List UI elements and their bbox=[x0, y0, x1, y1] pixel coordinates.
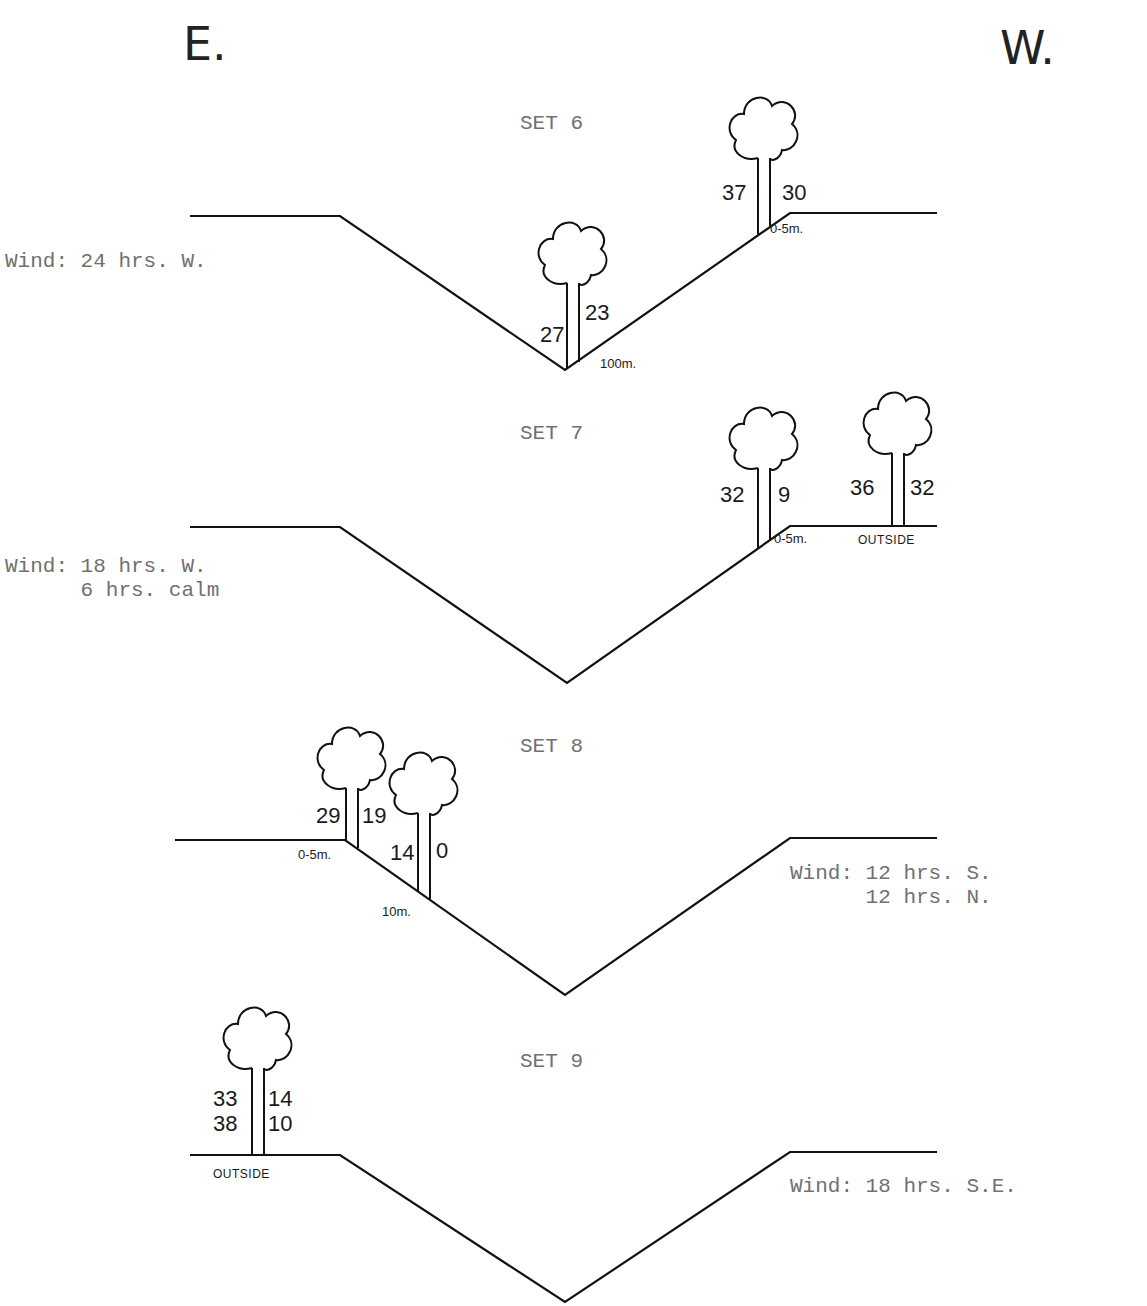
tree-value: 0 bbox=[436, 838, 448, 863]
tree-value: 29 bbox=[316, 803, 340, 828]
tree-value: 9 bbox=[778, 482, 790, 507]
wind-note: Wind: 18 hrs. W. 6 hrs. calm bbox=[5, 555, 226, 603]
tree-value: 33 bbox=[213, 1086, 237, 1111]
wind-note: Wind: 18 hrs. S.E. bbox=[790, 1175, 1017, 1199]
tree-value: 23 bbox=[585, 300, 609, 325]
tree-value: 19 bbox=[362, 803, 386, 828]
distance-label: 0-5m. bbox=[770, 222, 803, 237]
location-label: OUTSIDE bbox=[213, 1168, 270, 1182]
distance-label: 0-5m. bbox=[774, 532, 807, 547]
tree-value: 27 bbox=[540, 322, 564, 347]
set-title: SET 9 bbox=[520, 1050, 583, 1074]
tree-value: 14 bbox=[390, 840, 414, 865]
distance-label: 0-5m. bbox=[298, 848, 331, 863]
wind-note: Wind: 12 hrs. S. 12 hrs. N. bbox=[790, 862, 1011, 910]
tree-value: 37 bbox=[722, 180, 746, 205]
set-title: SET 7 bbox=[520, 422, 583, 446]
distance-label: 100m. bbox=[600, 357, 636, 372]
compass-label: W. bbox=[1000, 22, 1055, 75]
compass-label: E. bbox=[183, 18, 227, 71]
tree-value: 10 bbox=[268, 1111, 292, 1136]
set-title: SET 8 bbox=[520, 735, 583, 759]
tree-value: 14 bbox=[268, 1086, 292, 1111]
tree-value: 36 bbox=[850, 475, 874, 500]
location-label: OUTSIDE bbox=[858, 534, 915, 548]
set-title: SET 6 bbox=[520, 112, 583, 136]
distance-label: 10m. bbox=[382, 905, 411, 920]
tree-value: 32 bbox=[910, 475, 934, 500]
tree-value: 38 bbox=[213, 1111, 237, 1136]
tree-value: 32 bbox=[720, 482, 744, 507]
wind-note: Wind: 24 hrs. W. bbox=[5, 250, 207, 274]
tree-value: 30 bbox=[782, 180, 806, 205]
